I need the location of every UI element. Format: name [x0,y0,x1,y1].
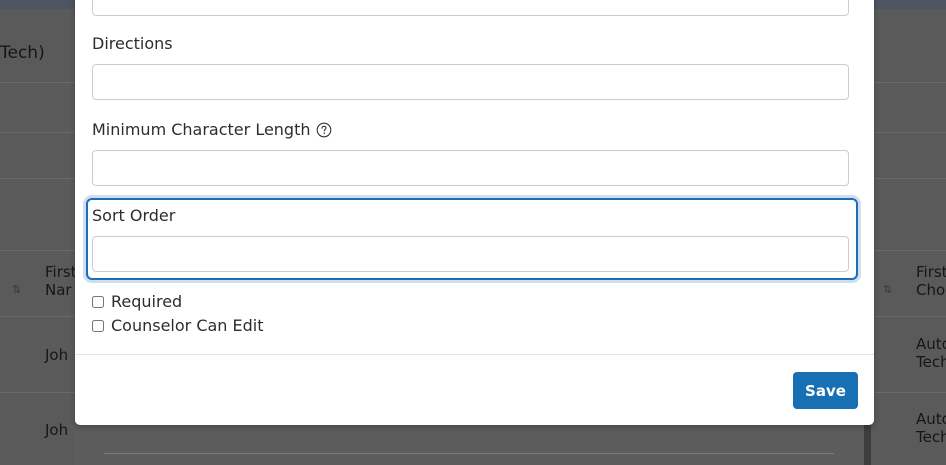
sort-icon: ⇅ [12,283,22,296]
background-cell: Joh [45,421,69,439]
directions-input[interactable] [92,64,849,100]
sort-order-focus-ring [86,198,858,280]
required-option[interactable]: Required [92,292,182,311]
modal-footer-divider [75,354,874,355]
save-button[interactable]: Save [793,372,858,409]
required-checkbox[interactable] [92,295,104,308]
background-column-header: First Cho [916,263,946,299]
background-heading: Tech) [0,43,45,63]
background-scrollbar[interactable] [864,420,871,465]
sort-order-label: Sort Order [92,206,176,225]
sort-order-input[interactable] [92,236,849,272]
modal-dialog: Directions Minimum Character Length Sort… [75,0,874,425]
background-cell: Auto Tech [916,335,946,371]
directions-label: Directions [92,34,173,53]
previous-field-input[interactable] [92,0,849,16]
background-panel [74,420,871,465]
min-char-length-label: Minimum Character Length [92,120,332,139]
counselor-can-edit-label: Counselor Can Edit [111,316,264,335]
min-char-length-input[interactable] [92,150,849,186]
background-cell: Joh [45,346,69,364]
counselor-can-edit-checkbox[interactable] [92,319,104,332]
help-icon[interactable] [316,122,332,138]
required-label: Required [111,292,183,311]
background-panel-divider [104,453,834,454]
background-column-header: First Nar [45,263,77,299]
counselor-can-edit-option[interactable]: Counselor Can Edit [92,316,264,335]
sort-icon: ⇅ [883,283,893,296]
background-cell: Auto Tech [916,410,946,446]
